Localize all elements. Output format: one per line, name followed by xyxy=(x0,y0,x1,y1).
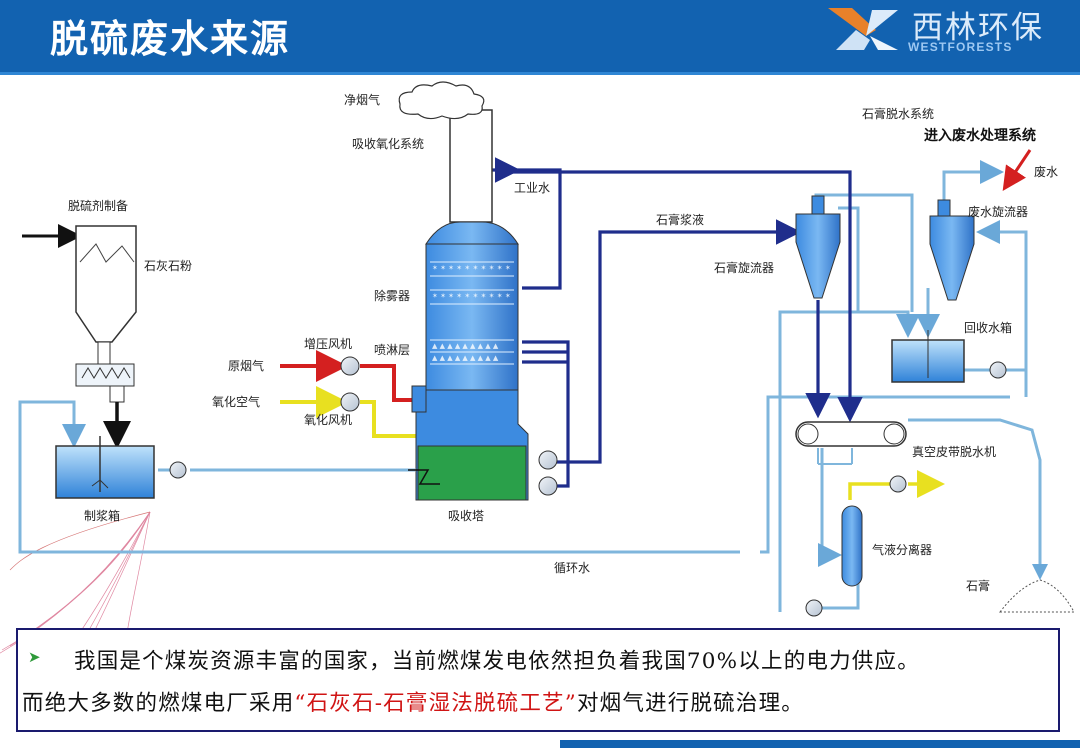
label-to-wastewater-treatment: 进入废水处理系统 xyxy=(924,127,1036,144)
header-divider xyxy=(0,72,1080,75)
summary-line-1: 我国是个煤炭资源丰富的国家，当前燃煤发电依然担负着我国70%以上的电力供应。 xyxy=(74,649,920,674)
summary-line-2-end: 对烟气进行脱硫治理。 xyxy=(576,691,804,716)
label-limestone-powder: 石灰石粉 xyxy=(144,259,192,273)
page-title: 脱硫废水来源 xyxy=(50,17,291,61)
label-absorber-tower: 吸收塔 xyxy=(448,509,484,523)
slurry-tank xyxy=(55,436,187,499)
booster-fan xyxy=(340,356,360,376)
label-slurry-tank: 制浆箱 xyxy=(84,508,120,523)
recycle-water-tank xyxy=(891,330,1007,383)
header-bar xyxy=(0,0,1080,72)
wastewater-cyclone xyxy=(929,199,975,301)
label-gas-liquid-separator: 气液分离器 xyxy=(872,542,932,557)
label-wastewater: 废水 xyxy=(1034,164,1058,179)
label-gypsum-slurry: 石膏浆液 xyxy=(656,212,704,227)
brand-subtitle: WESTFORESTS xyxy=(908,40,1013,54)
svg-text:▲ ▲ ▲ ▲ ▲ ▲ ▲ ▲ ▲: ▲ ▲ ▲ ▲ ▲ ▲ ▲ ▲ ▲ xyxy=(432,354,499,362)
svg-text:✶ ✶ ✶ ✶ ✶ ✶ ✶ ✶ ✶ ✶: ✶ ✶ ✶ ✶ ✶ ✶ ✶ ✶ ✶ ✶ xyxy=(432,264,511,272)
bullet-arrow-icon: ➤ xyxy=(28,648,41,666)
label-gypsum-cyclone: 石膏旋流器 xyxy=(714,260,774,275)
gas-liquid-separator xyxy=(805,475,907,617)
gypsum-cyclone xyxy=(795,195,841,299)
smoke-cloud xyxy=(398,81,485,120)
svg-text:✶ ✶ ✶ ✶ ✶ ✶ ✶ ✶ ✶ ✶: ✶ ✶ ✶ ✶ ✶ ✶ ✶ ✶ ✶ ✶ xyxy=(432,292,511,300)
oxidation-air-line xyxy=(280,386,945,500)
label-circulating-water: 循环水 xyxy=(554,561,590,575)
label-recycle-water-tank: 回收水箱 xyxy=(964,320,1012,335)
footer-bar xyxy=(560,740,1080,748)
label-wastewater-cyclone: 废水旋流器 xyxy=(968,204,1028,219)
oxidation-fan xyxy=(340,392,360,412)
absorber-tower: ✶ ✶ ✶ ✶ ✶ ✶ ✶ ✶ ✶ ✶ ✶ ✶ ✶ ✶ ✶ ✶ ✶ ✶ ✶ ✶ … xyxy=(408,109,558,501)
label-oxidation-air: 氧化空气 xyxy=(212,394,260,409)
brand-logo-icon xyxy=(828,8,898,50)
label-gypsum-dewatering-system: 石膏脱水系统 xyxy=(862,106,934,121)
gypsum-pile xyxy=(998,564,1075,613)
summary-textbox: ➤ 我国是个煤炭资源丰富的国家，当前燃煤发电依然担负着我国70%以上的电力供应。… xyxy=(16,628,1060,732)
label-spray-layer: 喷淋层 xyxy=(374,343,410,357)
label-desulfurizer-prep: 脱硫剂制备 xyxy=(68,198,128,213)
label-industrial-water: 工业水 xyxy=(514,181,550,195)
label-demister: 除雾器 xyxy=(374,288,410,303)
summary-line-2: 而绝大多数的燃煤电厂采用“石灰石-石膏湿法脱硫工艺”对烟气进行脱硫治理。 xyxy=(22,686,804,717)
label-absorption-oxidation-system: 吸收氧化系统 xyxy=(352,137,424,151)
label-booster-fan: 增压风机 xyxy=(304,337,352,351)
label-vacuum-belt-filter: 真空皮带脱水机 xyxy=(912,444,996,459)
raw-flue-gas-line xyxy=(280,350,412,402)
svg-text:▲ ▲ ▲ ▲ ▲ ▲ ▲ ▲ ▲: ▲ ▲ ▲ ▲ ▲ ▲ ▲ ▲ ▲ xyxy=(432,342,499,350)
summary-line-2-start: 而绝大多数的燃煤电厂采用 xyxy=(22,691,295,716)
label-oxidation-fan: 氧化风机 xyxy=(304,413,352,427)
dark-pipes xyxy=(490,157,863,488)
highlight-process-name: “石灰石-石膏湿法脱硫工艺” xyxy=(294,691,577,716)
label-raw-flue-gas: 原烟气 xyxy=(228,358,264,373)
vacuum-belt-filter xyxy=(795,421,907,465)
brand-name: 西林环保 xyxy=(912,10,1044,46)
label-clean-flue-gas: 净烟气 xyxy=(344,92,380,107)
limestone-silo xyxy=(22,224,137,449)
label-gypsum: 石膏 xyxy=(966,578,990,593)
wastewater-treatment-arrow xyxy=(1002,149,1032,191)
